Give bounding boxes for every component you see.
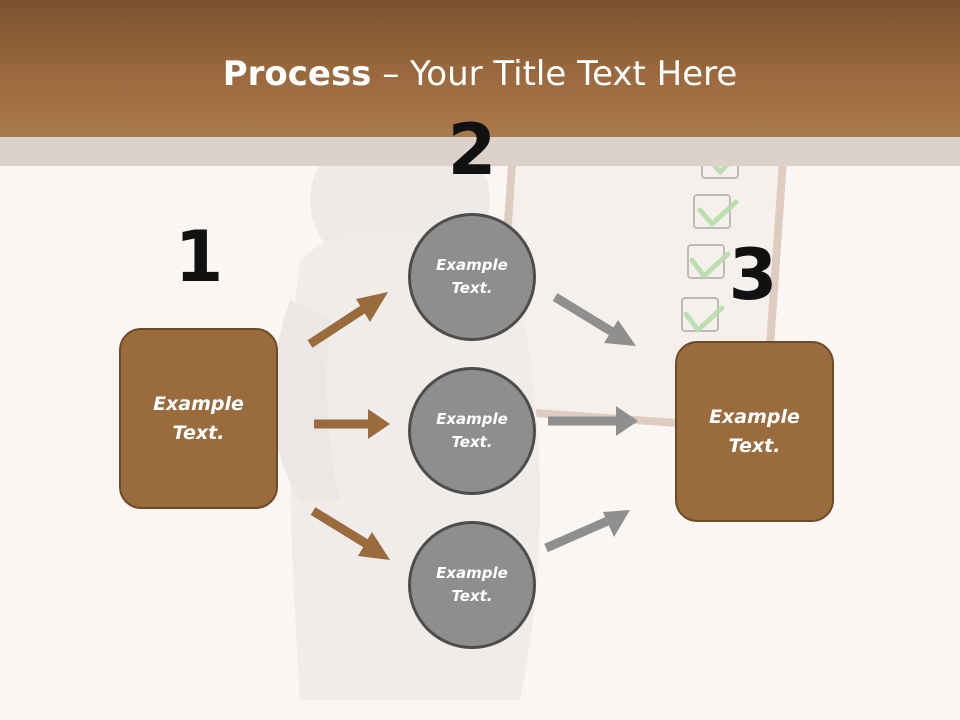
- process-circle-2: Example Text.: [408, 367, 536, 495]
- circle-2-text: Example Text.: [436, 410, 508, 451]
- step-number-2: 2: [447, 109, 497, 191]
- arrow-from-circle-2: [548, 406, 638, 436]
- process-circle-3: Example Text.: [408, 521, 536, 649]
- process-circle-1: Example Text.: [408, 213, 536, 341]
- title-bold: Process: [222, 54, 372, 94]
- circle-3-text: Example Text.: [436, 564, 508, 605]
- right-process-box: Example Text.: [675, 341, 834, 522]
- arrow-to-circle-2: [314, 409, 390, 439]
- circle-1-text: Example Text.: [436, 256, 508, 297]
- right-box-text: Example Text.: [709, 405, 800, 457]
- slide-title: Process – Your Title Text Here: [0, 50, 960, 98]
- header-bar: [0, 0, 960, 137]
- header-band: [0, 137, 960, 166]
- arrow-to-circle-1: [307, 292, 388, 348]
- left-box-text: Example Text.: [153, 392, 244, 444]
- step-number-3: 3: [728, 234, 778, 316]
- arrow-from-circle-1: [552, 293, 636, 346]
- arrow-to-circle-3: [310, 507, 390, 560]
- left-process-box: Example Text.: [119, 328, 278, 509]
- arrow-from-circle-3: [544, 510, 630, 553]
- step-number-1: 1: [174, 216, 224, 298]
- title-rest: – Your Title Text Here: [371, 54, 738, 94]
